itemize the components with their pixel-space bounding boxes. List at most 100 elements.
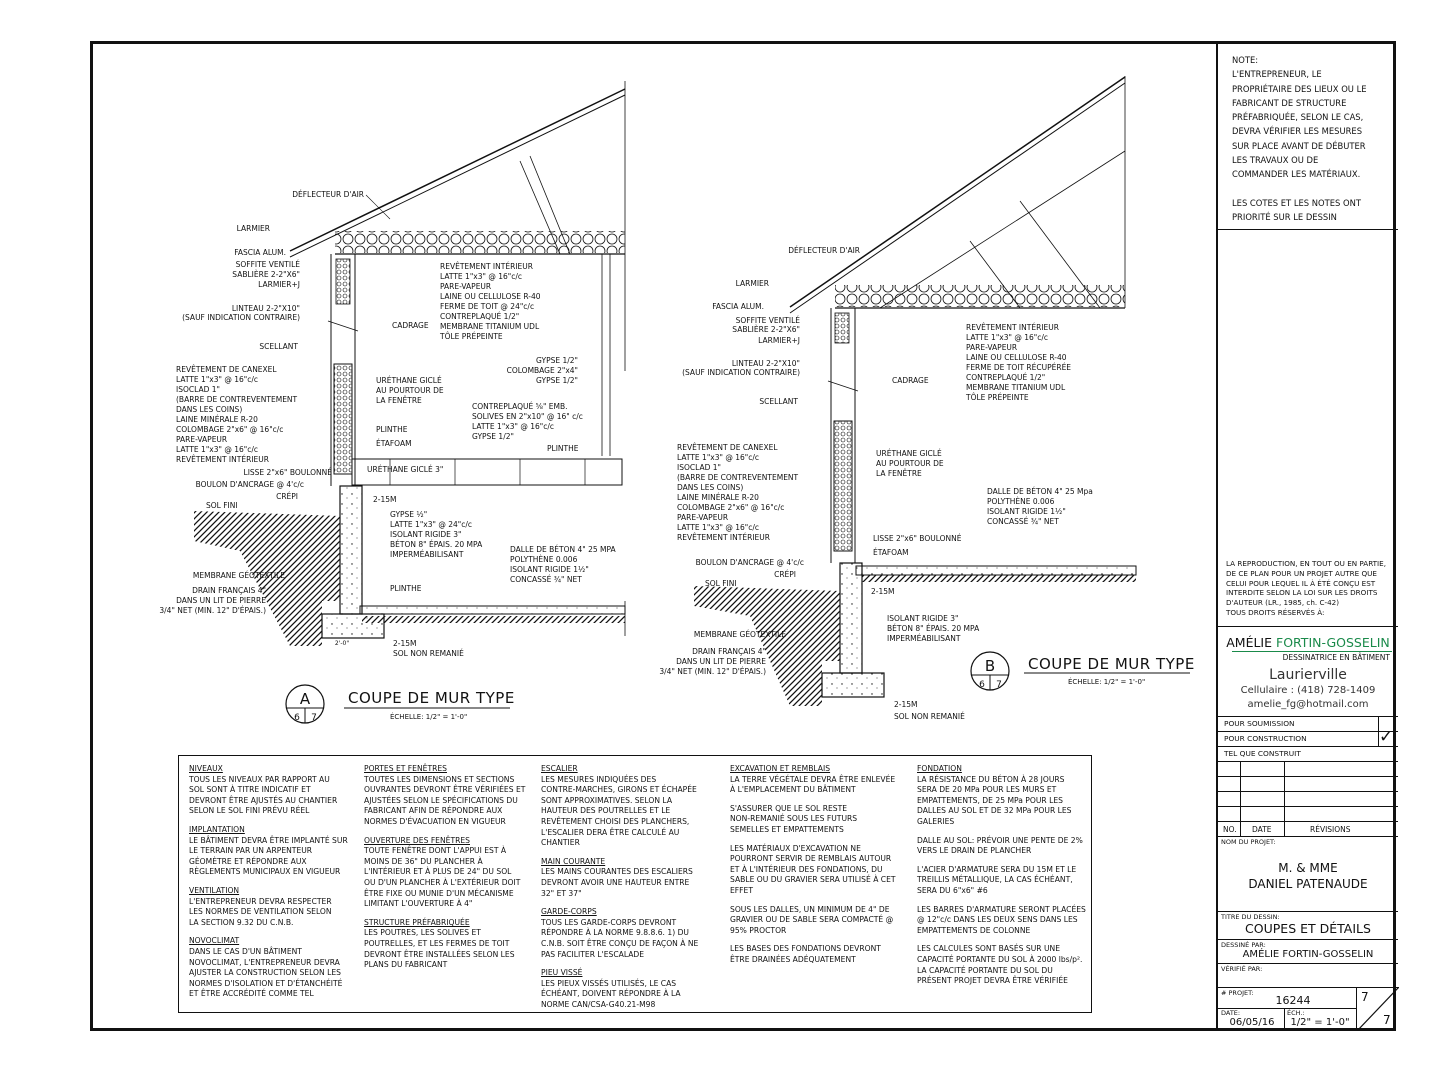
divider [1218, 229, 1398, 230]
label: AU POURTOUR DE [876, 459, 944, 468]
divider [1218, 1008, 1356, 1009]
label: ISOLANT RIGIDE 1½" [510, 565, 589, 574]
label: LARMIER+J [258, 280, 300, 289]
sheet-number: 7 [1361, 990, 1369, 1004]
label: LAINE MINÉRALE R-20 [176, 415, 258, 424]
label: TÔLE PRÉPEINTE [965, 393, 1029, 402]
check-icon: ✓ [1379, 727, 1394, 747]
detail-letter: B [985, 657, 995, 675]
date: 06/05/16 [1229, 1017, 1275, 1028]
label: PLINTHE [390, 584, 422, 593]
sheet-number-box: 7 7 [1356, 987, 1399, 1031]
designer-first-name: AMÉLIE [1226, 635, 1276, 650]
note-heading: MAIN COURANTE [541, 856, 606, 866]
label: MEMBRANE TITANIUM UDL [966, 383, 1066, 392]
label: DRAIN FRANÇAIS 4" [192, 586, 266, 595]
detail-ref: 7 [996, 680, 1002, 690]
note-text: TOUTE FENÊTRE DONT L'APPUI EST À MOINS D… [364, 846, 521, 909]
revision-col [1284, 761, 1285, 836]
label: PARE-VAPEUR [677, 513, 728, 522]
note-heading: NIVEAUX [189, 764, 223, 773]
label: CONCASSÉ ¾" NET [510, 575, 582, 584]
sheet-total: 7 [1383, 1013, 1391, 1027]
label: ISOCLAD 1" [677, 463, 721, 472]
notes-column: PORTES ET FENÊTRES TOUTES LES DIMENSIONS… [364, 764, 536, 979]
label: BÉTON 8" ÉPAIS. 20 MPA [390, 540, 483, 549]
note-text: LES MAINS COURANTES DES ESCALIERS DEVRON… [541, 867, 693, 898]
divider [1218, 911, 1398, 912]
label: CADRAGE [892, 376, 929, 385]
note-text: LES BARRES D'ARMATURE SERONT PLACÉES @ 1… [917, 904, 1086, 935]
label: SCELLANT [759, 397, 798, 406]
detail-b-labels-right: REVÊTEMENT INTÉRIEUR LATTE 1"x3" @ 16"c/… [871, 323, 1093, 721]
label: LINTEAU 2-2"X10" [732, 359, 800, 368]
note-text: DALLE AU SOL: PRÉVOIR UNE PENTE DE 2% VE… [917, 835, 1083, 856]
checked-by-label: VÉRIFIÉ PAR: [1221, 965, 1263, 973]
detail-letter: A [300, 690, 311, 708]
label: (SAUF INDICATION CONTRAIRE) [682, 368, 800, 377]
label: FERME DE TOIT @ 24"c/c [440, 302, 534, 311]
label: FASCIA ALUM. [712, 302, 764, 311]
detail-a-title: A 6 7 COUPE DE MUR TYPE ÉCHELLE: 1/2" = … [285, 684, 514, 724]
logo-underline [1232, 651, 1392, 652]
label: POLYTHÈNE 0.006 [987, 497, 1055, 506]
divider [1218, 761, 1398, 762]
label: CONTREPLAQUÉ 1/2" [440, 312, 519, 321]
label: SOFFITE VENTILÉ [236, 260, 301, 269]
revision-row [1218, 776, 1398, 777]
note-heading: GARDE-CORPS [541, 907, 597, 917]
label: LAINE MINÉRALE R-20 [677, 493, 759, 502]
label: 3/4" NET (MIN. 12" D'ÉPAIS.) [659, 667, 766, 676]
note-heading: ESCALIER [541, 764, 578, 773]
note-text: LA RÉSISTANCE DU BÉTON À 28 JOURS SERA D… [917, 774, 1072, 826]
rev-label-header: RÉVISIONS [1310, 825, 1351, 834]
detail-scale: ÉCHELLE: 1/2" = 1'-0" [390, 712, 467, 721]
note-text: TOUTES LES DIMENSIONS ET SECTIONS OUVRAN… [364, 774, 526, 826]
label: IMPERMÉABILISANT [887, 634, 961, 643]
label: ISOCLAD 1" [176, 385, 220, 394]
label: LA FENÊTRE [376, 396, 422, 405]
label: DALLE DE BÉTON 4" 25 Mpa [987, 487, 1093, 496]
note-text: LES MATÉRIAUX D'EXCAVATION NE POURRONT S… [730, 843, 896, 895]
label: COLOMBAGE 2"x6" @ 16"c/c [176, 425, 283, 434]
label: BÉTON 8" ÉPAIS. 20 MPA [887, 624, 980, 633]
label: REVÊTEMENT INTÉRIEUR [677, 533, 770, 542]
label: ISOLANT RIGIDE 1½" [987, 507, 1066, 516]
sheet-diagonal [1357, 987, 1399, 1031]
label: DALLE DE BÉTON 4" 25 MPA [510, 545, 617, 554]
divider [1218, 963, 1398, 964]
label: MEMBRANE TITANIUM UDL [440, 322, 540, 331]
divider [1218, 821, 1398, 822]
note-text: LES CALCULES SONT BASÉS SUR UNE CAPACITÉ… [917, 944, 1083, 986]
label: ÉTAFOAM [376, 439, 412, 448]
label: FERME DE TOIT RÉCUPÉRÉE [966, 363, 1071, 372]
label: LAINE OU CELLULOSE R-40 [966, 353, 1067, 362]
label: GYPSE ½" [390, 510, 427, 519]
label: 2-15M [871, 587, 895, 596]
rev-date-header: DATE [1252, 825, 1272, 834]
label: GYPSE 1/2" [536, 376, 578, 385]
label: URÉTHANE GICLÉ 3" [367, 465, 443, 474]
label: REVÊTEMENT INTÉRIEUR [176, 455, 269, 464]
label: LINTEAU 2-2"X10" [232, 304, 300, 313]
copyright-notice: LA REPRODUCTION, EN TOUT OU EN PARTIE, D… [1226, 559, 1387, 617]
note-text: LES POUTRES, LES SOLIVES ET POUTRELLES, … [364, 928, 515, 970]
note-heading: NOVOCLIMAT [189, 936, 240, 946]
label: REVÊTEMENT DE CANEXEL [677, 443, 778, 452]
note-heading: FONDATION [917, 764, 962, 773]
wall-section-drawings: DÉFLECTEUR D'AIR LARMIER FASCIA ALUM. SO… [159, 76, 1194, 724]
note-text: LES PIEUX VISSÉS UTILISÉS, LE CAS ÉCHÉAN… [541, 978, 681, 1009]
notes-column: NIVEAUX TOUS LES NIVEAUX PAR RAPPORT AU … [189, 764, 359, 1008]
note-text: L'ENTREPRENEUR DEVRA RESPECTER LES NORME… [189, 896, 332, 927]
detail-b-labels-left: DÉFLECTEUR D'AIR LARMIER FASCIA ALUM. SO… [659, 246, 928, 676]
detail-scale: ÉCHELLE: 1/2" = 1'-0" [1068, 677, 1145, 686]
note-heading: PIEU VISSÉ [541, 968, 583, 978]
label: REVÊTEMENT INTÉRIEUR [440, 262, 533, 271]
label: LAINE OU CELLULOSE R-40 [440, 292, 541, 301]
label: LATTE 1"x3" @ 16"c/c [677, 523, 759, 532]
label: LA FENÊTRE [876, 469, 922, 478]
label: URÉTHANE GICLÉ [376, 376, 442, 385]
label: FASCIA ALUM. [234, 248, 286, 257]
note-heading: STRUCTURE PRÉFABRIQUÉE [364, 917, 470, 927]
label: SABLIÈRE 2-2"X6" [732, 325, 800, 334]
